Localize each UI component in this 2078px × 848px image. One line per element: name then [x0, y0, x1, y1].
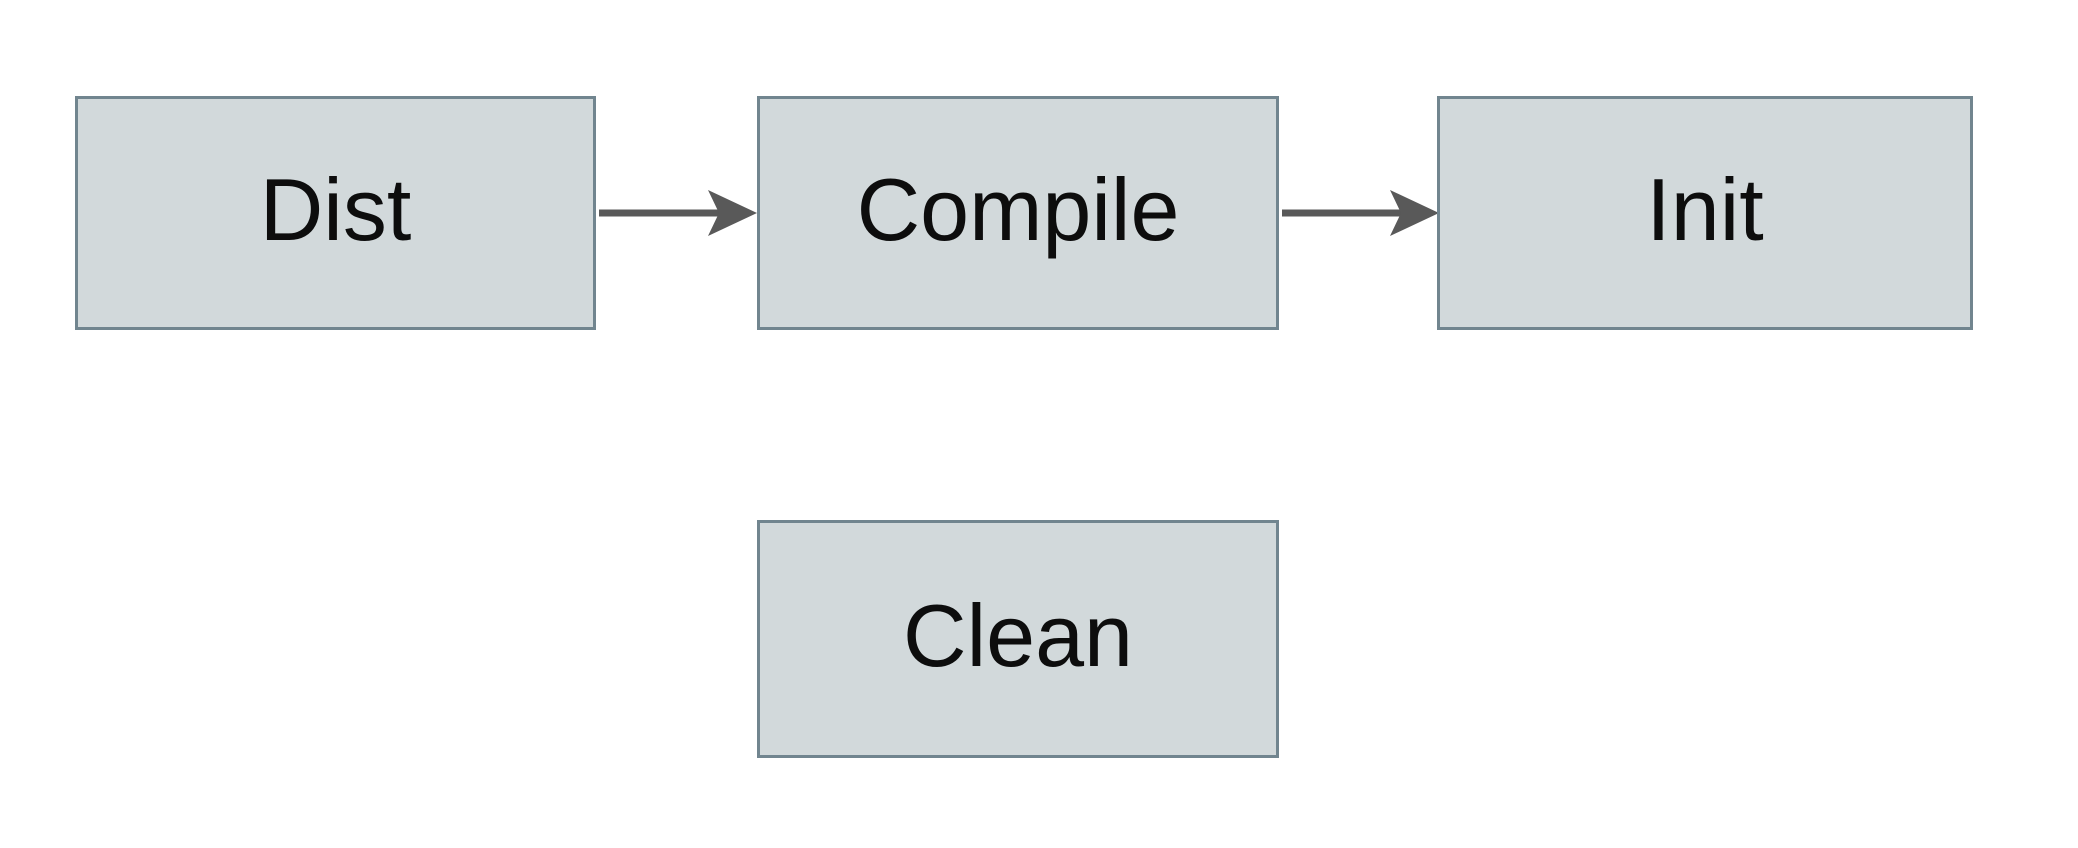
node-clean: Clean: [757, 520, 1279, 758]
node-dist: Dist: [75, 96, 596, 330]
arrow-dist-to-compile: [599, 190, 757, 236]
node-compile: Compile: [757, 96, 1279, 330]
arrow-compile-to-init: [1282, 190, 1439, 236]
node-dist-label: Dist: [259, 160, 412, 259]
node-clean-label: Clean: [903, 586, 1133, 685]
node-init-label: Init: [1646, 160, 1764, 259]
node-init: Init: [1437, 96, 1973, 330]
node-compile-label: Compile: [856, 160, 1180, 259]
